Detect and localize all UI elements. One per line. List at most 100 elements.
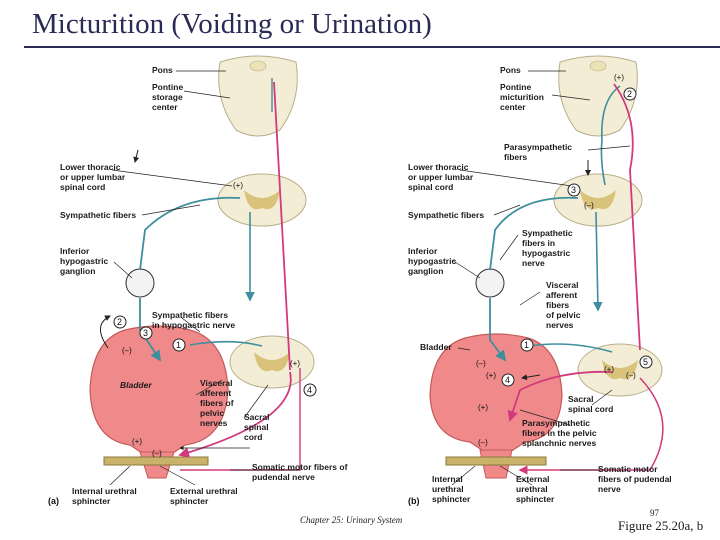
sign-a-2: (+) [290,359,300,368]
label-internal-sphincter-b-2: urethral [432,484,464,494]
step-b-1: 1 [524,340,529,350]
sign-b-3: (+) [486,371,496,380]
label-visceral-afferent-a-4: pelvic [200,408,224,418]
label-lower-thoracic-b-3: spinal cord [408,182,453,192]
label-para-pelvic-3: splanchnic nerves [522,438,596,448]
step-a-1: 1 [176,340,181,350]
label-pons-a: Pons [152,65,173,75]
label-inferior-ganglion-b-2: hypogastric [408,256,456,266]
panel-b-tag: (b) [408,496,420,506]
label-para-pelvic-2: fibers in the pelvic [522,428,597,438]
label-parasympathetic-fibers-2: fibers [504,152,527,162]
step-a-3: 3 [143,328,148,338]
label-external-sphincter-b-1: External [516,474,550,484]
label-inferior-ganglion-b-3: ganglion [408,266,443,276]
label-visceral-afferent-a-5: nerves [200,418,228,428]
bladder-a [89,325,229,456]
label-sympathetic-fibers-a: Sympathetic fibers [60,210,136,220]
panel-a-tag: (a) [48,496,59,506]
panel-b [429,55,664,486]
bladder-b [429,333,563,453]
sphincter-plate-a [103,456,209,466]
label-internal-sphincter-b-1: Internal [432,474,463,484]
label-external-sphincter-b-3: sphincter [516,494,555,504]
sign-b-8: (–) [626,371,636,380]
label-sacral-a-3: cord [244,432,262,442]
label-sympathetic-fibers-b: Sympathetic fibers [408,210,484,220]
panel-a [89,55,315,486]
label-somatic-motor-b-2: fibers of pudendal [598,474,672,484]
label-bladder-a: Bladder [120,380,152,390]
label-external-sphincter-b-2: urethral [516,484,548,494]
label-symp-hypogastric-3: hypogastric [522,248,570,258]
label-somatic-motor-b-1: Somatic motor [598,464,658,474]
footer-chapter: Chapter 25: Urinary System [300,515,403,525]
label-inferior-ganglion-a-3: ganglion [60,266,95,276]
label-sacral-b-2: spinal cord [568,404,613,414]
label-visceral-afferent-a-2: afferent [200,388,231,398]
label-somatic-motor-b-3: nerve [598,484,621,494]
label-para-pelvic-1: Parasympathetic [522,418,590,428]
ganglion-a [125,268,155,298]
label-sacral-b-1: Sacral [568,394,594,404]
footer-page-number: 97 [650,508,659,518]
label-storage-center-2: storage [152,92,183,102]
label-somatic-motor-a-2: pudendal nerve [252,472,315,482]
sign-a-4: (+) [132,437,142,446]
label-sacral-a-2: spinal [244,422,269,432]
step-b-3: 3 [571,185,576,195]
step-b-4: 4 [505,375,510,385]
label-visceral-afferent-b-4: of pelvic [546,310,581,320]
label-external-sphincter-a-1: External urethral [170,486,238,496]
label-hypogastric-nerve-a-2: in hypogastric nerve [152,320,235,330]
ganglion-b [475,268,505,298]
label-storage-center-3: center [152,102,178,112]
label-inferior-ganglion-a-1: Inferior [60,246,90,256]
step-b-2: 2 [627,89,632,99]
label-internal-sphincter-b-3: sphincter [432,494,471,504]
sphincter-plate-b [445,456,547,466]
label-lower-thoracic-a-2: or upper lumbar [60,172,126,182]
label-internal-sphincter-a-1: Internal urethral [72,486,137,496]
label-pons-b: Pons [500,65,521,75]
label-symp-hypogastric-1: Sympathetic [522,228,573,238]
label-visceral-afferent-b-5: nerves [546,320,574,330]
pons-a [218,55,298,137]
label-hypogastric-nerve-a-1: Sympathetic fibers [152,310,228,320]
label-micturition-center-2: micturition [500,92,544,102]
label-storage-center-1: Pontine [152,82,183,92]
sign-b-5: (+) [478,403,488,412]
title-underline [24,46,720,48]
sign-b-1: (+) [614,73,624,82]
label-visceral-afferent-b-2: afferent [546,290,577,300]
sign-b-4: (–) [476,359,486,368]
label-parasympathetic-fibers-1: Parasympathetic [504,142,572,152]
footer-figure-ref: Figure 25.20a, b [618,518,704,533]
label-visceral-afferent-b-1: Visceral [546,280,578,290]
label-lower-thoracic-b-2: or upper lumbar [408,172,474,182]
slide-title: Micturition (Voiding or Urination) [32,8,432,40]
steps-a: 1 2 3 4 [113,315,317,397]
sign-b-6: (–) [478,438,488,447]
label-lower-thoracic-a-1: Lower thoracic [60,162,121,172]
label-symp-hypogastric-2: fibers in [522,238,555,248]
label-inferior-ganglion-a-2: hypogastric [60,256,108,266]
step-a-2: 2 [117,317,122,327]
label-external-sphincter-a-2: sphincter [170,496,209,506]
sign-b-2: (–) [584,201,594,210]
sign-a-1: (+) [233,181,243,190]
label-internal-sphincter-a-2: sphincter [72,496,111,506]
pons-b [558,55,638,137]
label-micturition-center-3: center [500,102,526,112]
label-inferior-ganglion-b-1: Inferior [408,246,438,256]
label-symp-hypogastric-4: nerve [522,258,545,268]
step-a-4: 4 [307,385,312,395]
sign-b-7: (+) [604,365,614,374]
label-lower-thoracic-b-1: Lower thoracic [408,162,469,172]
label-visceral-afferent-a-3: fibers of [200,398,234,408]
label-sacral-a-1: Sacral [244,412,270,422]
steps-b: 1 2 3 4 5 [501,87,653,387]
sign-a-5: (–) [152,449,162,458]
label-micturition-center-1: Pontine [500,82,531,92]
